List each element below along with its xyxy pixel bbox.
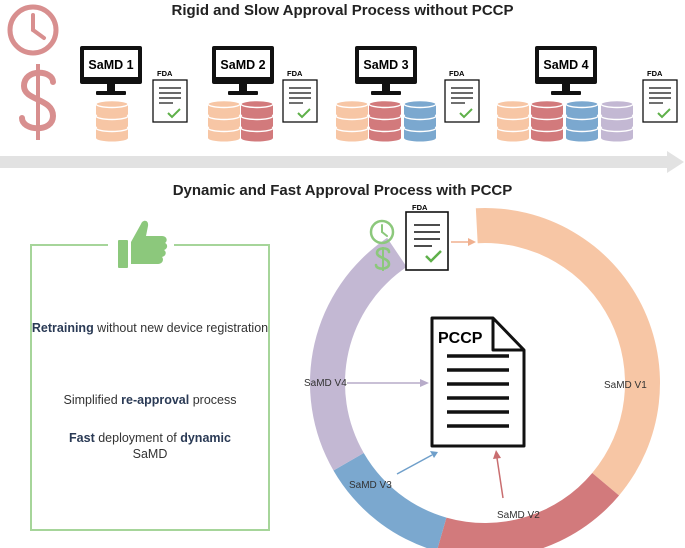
bottom-title: Dynamic and Fast Approval Process with P… <box>172 182 513 199</box>
database-icon <box>335 99 369 142</box>
fda-document-icon: FDA <box>282 69 318 123</box>
fda-label: FDA <box>287 69 303 78</box>
feature-retraining-text: without new device registration <box>93 321 269 335</box>
v2-to-pccp-arrow <box>493 450 504 499</box>
monitor-icon: SaMD 2 <box>212 46 274 95</box>
monitor-label: SaMD 4 <box>543 58 588 72</box>
fda-label: FDA <box>449 69 465 78</box>
monitor-label: SaMD 2 <box>220 58 265 72</box>
feature-dynamic-bold: dynamic <box>180 431 231 445</box>
database-icon <box>600 99 634 142</box>
timeline-arrow <box>0 151 684 173</box>
fda-label: FDA <box>647 69 663 78</box>
samd-monitors-svg: SaMD 1 FDA SaMD 2 FDA SaMD 3 FDA SaMD 4 FDA <box>80 46 678 142</box>
pccp-label: PCCP <box>438 330 483 347</box>
ring-label-v2: SaMD V2 <box>497 510 540 521</box>
feature-fast-bold: Fast <box>69 431 95 445</box>
fda-label: FDA <box>157 69 173 78</box>
ring-segment-v3 <box>333 453 447 548</box>
feature-retraining-bold: Retraining <box>31 321 94 335</box>
monitor-icon: SaMD 1 <box>80 46 142 95</box>
database-icon <box>565 99 599 142</box>
feature-reapproval: Simplified re-approval process <box>30 392 270 408</box>
monitor-label: SaMD 3 <box>363 58 408 72</box>
pccp-document-icon <box>430 316 526 448</box>
database-icon <box>368 99 402 142</box>
fda-document-icon: FDA <box>152 69 188 123</box>
clock-icon <box>7 4 59 56</box>
ring-segment-v2 <box>437 472 620 548</box>
database-icon <box>403 99 437 142</box>
monitor-label: SaMD 1 <box>88 58 133 72</box>
fda-document-icon: FDA <box>642 69 678 123</box>
ring-label-v1: SaMD V1 <box>604 380 647 391</box>
dollar-icon <box>19 64 57 140</box>
green-clock-icon <box>369 219 395 245</box>
v3-to-pccp-arrow <box>396 451 438 475</box>
ring-segment-v4 <box>309 237 407 471</box>
feature-reapproval-pre: Simplified <box>63 393 122 407</box>
benefits-box <box>30 244 270 531</box>
database-icon <box>496 99 530 142</box>
feature-retraining: Retraining without new device registrati… <box>30 320 270 336</box>
database-icon <box>95 99 129 142</box>
database-icon <box>530 99 564 142</box>
database-icon <box>207 99 241 142</box>
fda-document-icon: FDA <box>444 69 480 123</box>
green-dollar-icon <box>374 247 391 271</box>
version-ring <box>309 208 661 548</box>
ring-label-v3: SaMD V3 <box>349 480 392 491</box>
database-icon <box>240 99 274 142</box>
fda-to-ring-arrow <box>451 238 476 246</box>
fda-document-icon <box>405 211 449 271</box>
feature-fast-deployment: Fast deployment of dynamic SaMD <box>30 430 270 462</box>
ring-segment-v1 <box>475 208 661 496</box>
feature-fast-mid: deployment of <box>94 431 181 445</box>
monitor-icon: SaMD 3 <box>355 46 417 95</box>
ring-label-v4: SaMD V4 <box>304 378 347 389</box>
v4-to-pccp-arrow <box>347 379 429 387</box>
feature-samd-text: SaMD <box>132 447 168 461</box>
time-cost-icons <box>7 4 59 140</box>
top-title: Rigid and Slow Approval Process without … <box>171 2 514 19</box>
monitor-icon: SaMD 4 <box>535 46 597 95</box>
fda-label-bottom: FDA <box>412 203 428 212</box>
feature-reapproval-bold: re-approval <box>121 393 190 407</box>
thumbs-up-icon <box>118 220 168 268</box>
feature-reapproval-post: process <box>189 393 237 407</box>
